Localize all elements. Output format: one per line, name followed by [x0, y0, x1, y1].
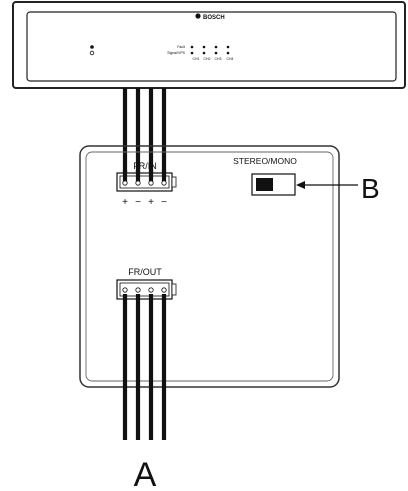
status-leds: [190, 45, 230, 55]
polarity-label-1: +: [122, 197, 128, 208]
brand-label: BOSCH: [203, 15, 225, 21]
brand-logo-icon: [195, 13, 201, 19]
switch-label: STEREO/MONO: [233, 156, 297, 166]
power-led-icon: [90, 45, 94, 49]
output-connector-label: FR/OUT: [128, 267, 162, 277]
stereo-mono-switch[interactable]: [251, 173, 296, 196]
input-wires: [122, 88, 167, 182]
input-connector-label: FR/IN: [133, 161, 157, 171]
switch-knob[interactable]: [256, 178, 273, 191]
status-label-signal: Signal/VPS: [167, 51, 185, 55]
input-connector: [116, 170, 177, 192]
polarity-label-4: −: [161, 197, 167, 208]
channel-label-1: CH1: [192, 57, 199, 61]
status-label-fault: Fault: [177, 45, 185, 49]
channel-label-2: CH2: [203, 57, 210, 61]
output-wires: [122, 294, 167, 440]
channel-label-4: CH4: [226, 57, 233, 61]
channel-label-3: CH3: [214, 57, 221, 61]
device-unit: BOSCH Fault Signal/VPS CH1 CH2 CH3 CH4: [12, 1, 406, 89]
polarity-label-3: +: [148, 197, 154, 208]
polarity-label-2: −: [135, 197, 141, 208]
callout-b-arrow: [296, 181, 358, 189]
callout-a-label: A: [134, 456, 157, 491]
power-led-icon-2: [89, 50, 95, 56]
output-connector: [116, 279, 177, 300]
callout-b-label: B: [361, 173, 380, 204]
module-box: [79, 145, 340, 388]
